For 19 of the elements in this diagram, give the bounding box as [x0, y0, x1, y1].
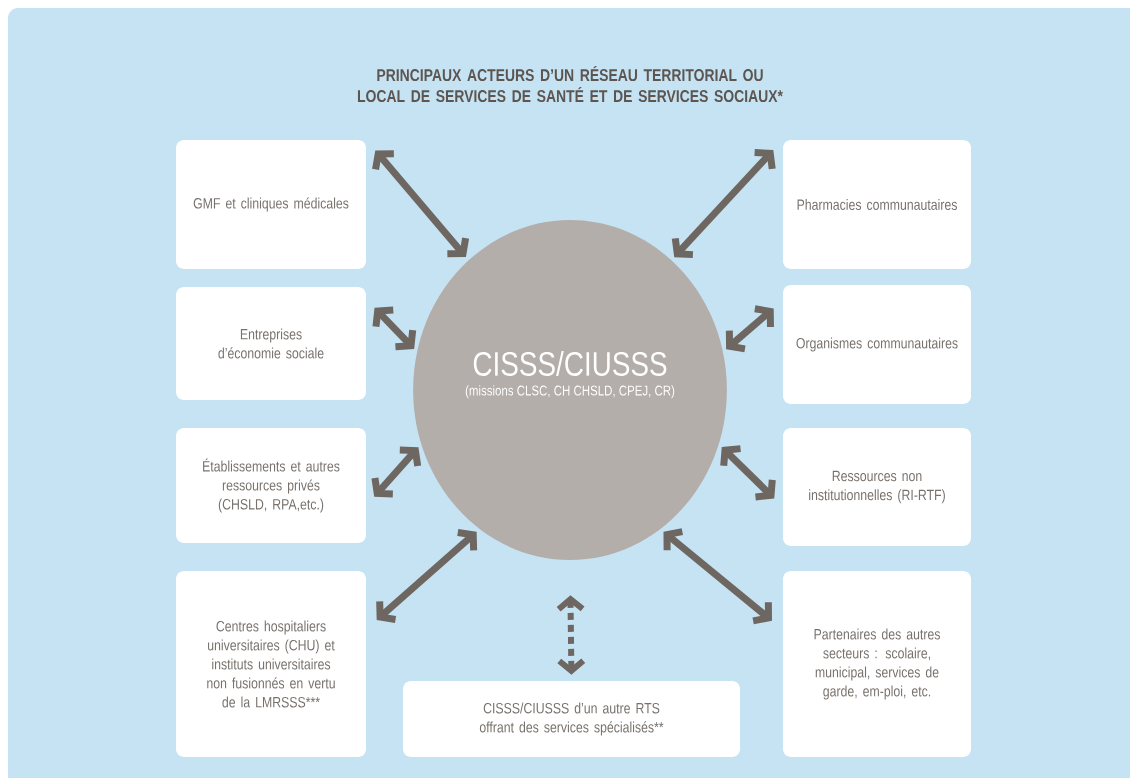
actor-box: CISSS/CIUSSS d’un autre RTS offrant des services spécialisés** [403, 681, 740, 757]
dashed-double-arrow [556, 595, 586, 675]
actor-box: Ressources non institutionnelles (RI-RTF) [783, 428, 971, 546]
double-arrow [371, 446, 422, 498]
actor-box: Partenaires des autres secteurs : scolaire, municipal, services de garde, em-ploi, etc. [783, 571, 971, 757]
actor-box: Organismes communautaires [783, 285, 971, 404]
double-arrow [663, 528, 772, 625]
title: PRINCIPAUX ACTEURS D’UN RÉSEAU TERRITORIAL OU LOCAL DE SERVICES DE SANTÉ ET DE SERVICES SOCIAUX* [357, 65, 783, 103]
actor-box: GMF et cliniques médicales [176, 140, 366, 269]
double-arrow [725, 305, 774, 353]
double-arrow [671, 149, 776, 259]
double-arrow [372, 306, 417, 351]
double-arrow [376, 529, 478, 623]
actor-box: Entreprises d’économie sociale [176, 287, 366, 400]
actor-box: Pharmacies communautaires [783, 140, 971, 269]
actor-box: Établissements et autres ressources privés (CHSLD, RPA,etc.) [176, 428, 366, 543]
actor-box: Centres hospitaliers universitaires (CHU) et instituts universitaires non fusionnés en vertu de la LMRSSS*** [176, 571, 366, 757]
double-arrow [372, 150, 470, 258]
double-arrow [720, 445, 776, 501]
